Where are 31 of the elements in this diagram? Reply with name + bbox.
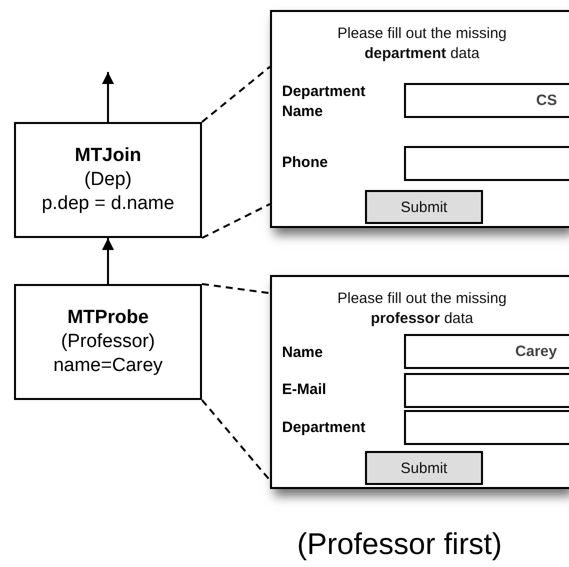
dashed-line bbox=[202, 203, 270, 239]
input-field bbox=[404, 410, 569, 445]
field-label: Name bbox=[282, 343, 324, 363]
field-label: Department bbox=[282, 418, 366, 438]
form-heading: Please fill out the missing professor data bbox=[336, 289, 508, 329]
input-field: Carey bbox=[404, 334, 569, 369]
operator-detail: (Professor) bbox=[61, 330, 155, 354]
operator-name: MTProbe bbox=[67, 306, 149, 330]
form-panel bbox=[270, 10, 569, 228]
operator-detail: p.dep = d.name bbox=[42, 192, 174, 216]
operator-detail: (Dep) bbox=[84, 168, 132, 192]
dashed-line bbox=[201, 399, 271, 482]
field-label: Department Name bbox=[282, 82, 366, 122]
input-field bbox=[404, 146, 569, 181]
operator-box bbox=[14, 122, 202, 238]
field-label: Phone bbox=[282, 153, 329, 173]
form-heading: Please fill out the missing department data bbox=[336, 24, 508, 64]
input-field: CS bbox=[404, 83, 569, 118]
submit-button: Submit bbox=[365, 451, 483, 485]
submit-button: Submit bbox=[365, 190, 483, 224]
arrow bbox=[102, 72, 114, 122]
form-panel bbox=[270, 275, 569, 489]
input-field bbox=[404, 373, 569, 408]
operator-detail: name=Carey bbox=[53, 354, 163, 378]
operator-box bbox=[14, 284, 202, 400]
operator-name: MTJoin bbox=[74, 144, 142, 168]
field-label: E-Mail bbox=[282, 380, 328, 400]
arrow bbox=[102, 238, 114, 284]
caption: (Professor first) bbox=[296, 528, 504, 562]
dashed-line bbox=[201, 66, 271, 123]
dashed-line bbox=[202, 283, 270, 294]
